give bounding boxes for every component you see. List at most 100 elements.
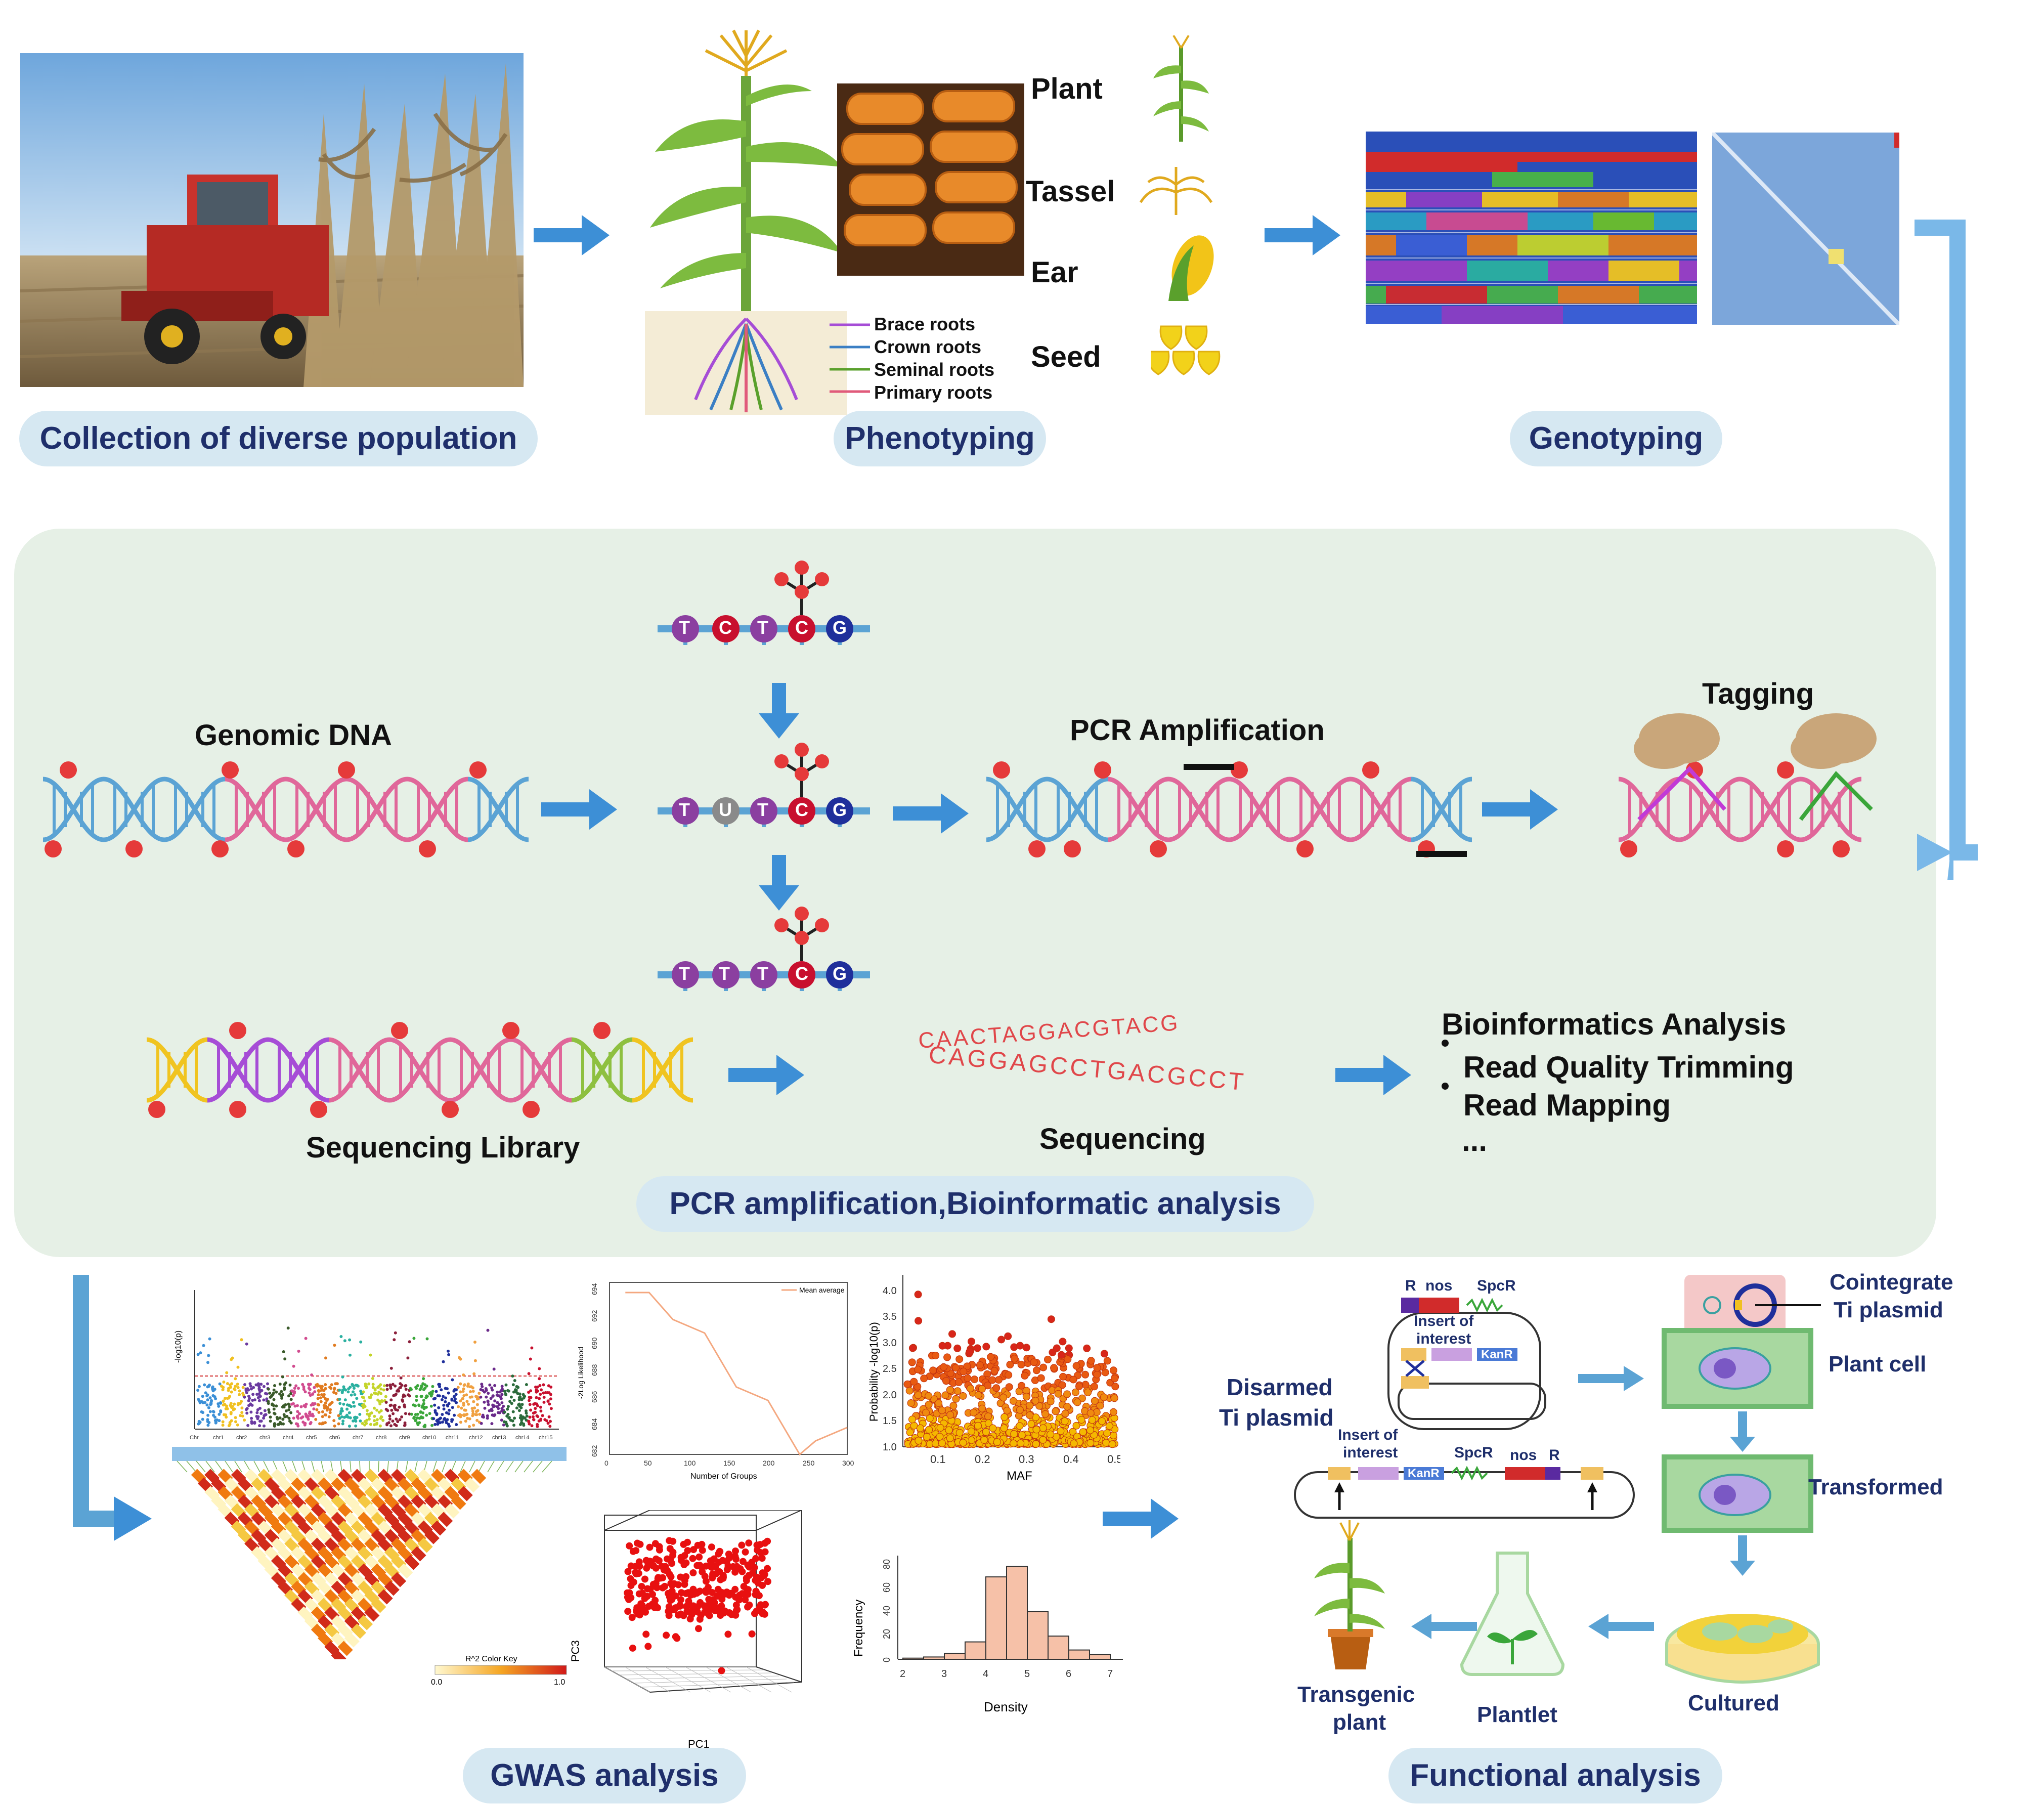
density-ytick: 40	[882, 1606, 892, 1616]
manhattan-point	[251, 1393, 255, 1396]
manhattan-point	[264, 1413, 267, 1416]
pca-3d-plot: PC3 PC1	[569, 1510, 802, 1750]
manhattan-point	[363, 1423, 367, 1427]
ld-connector	[432, 1460, 437, 1473]
manhattan-point	[511, 1374, 514, 1378]
manhattan-point	[511, 1410, 515, 1413]
manhattan-point	[247, 1404, 250, 1407]
maf-point	[992, 1384, 1001, 1392]
maf-point	[906, 1428, 914, 1436]
pca-point	[705, 1583, 712, 1591]
maf-point	[949, 1402, 958, 1410]
manhattan-point	[503, 1420, 506, 1424]
maf-point	[1032, 1440, 1040, 1448]
ld-connector	[469, 1460, 475, 1473]
manhattan-point	[287, 1408, 291, 1411]
likelihood-xtick: 250	[803, 1459, 815, 1467]
maf-point	[1004, 1332, 1012, 1340]
density-xlabel: Density	[984, 1699, 1028, 1714]
manhattan-point	[477, 1392, 481, 1395]
likelihood-ytick: 690	[590, 1337, 598, 1349]
manhattan-point	[262, 1416, 266, 1420]
maf-point	[978, 1385, 986, 1393]
manhattan-point	[363, 1399, 367, 1403]
manhattan-point	[316, 1397, 320, 1400]
bioinformatics-bullet-2	[1442, 1083, 1449, 1090]
manhattan-point	[225, 1371, 229, 1374]
manhattan-point	[355, 1416, 359, 1420]
manhattan-point	[273, 1411, 276, 1415]
manhattan-point	[504, 1393, 508, 1397]
manhattan-point	[422, 1377, 425, 1381]
pca-point	[702, 1562, 710, 1570]
manhattan-point	[234, 1420, 237, 1424]
bases-bot: T T T C G	[672, 963, 854, 989]
manhattan-point	[548, 1402, 551, 1406]
pca-point	[715, 1559, 722, 1566]
maf-point	[915, 1437, 923, 1445]
pca-point	[669, 1552, 677, 1559]
base-bot-1: T	[679, 963, 690, 984]
manhattan-point	[318, 1384, 321, 1388]
manhattan-point	[488, 1383, 492, 1387]
manhattan-point	[433, 1409, 437, 1412]
manhattan-point	[459, 1357, 462, 1361]
pca-point	[722, 1590, 730, 1598]
manhattan-point	[218, 1419, 221, 1423]
manhattan-point	[371, 1377, 374, 1380]
maf-point	[1110, 1394, 1118, 1402]
manhattan-point	[247, 1399, 250, 1402]
manhattan-point	[303, 1422, 307, 1426]
density-ytick: 0	[882, 1657, 892, 1662]
pca-point	[641, 1575, 648, 1583]
manhattan-point	[536, 1423, 539, 1426]
manhattan-point	[549, 1397, 552, 1401]
manhattan-point	[493, 1413, 497, 1416]
pca-point	[652, 1564, 660, 1572]
manhattan-point	[303, 1390, 307, 1394]
manhattan-point	[340, 1415, 343, 1419]
manhattan-point	[257, 1399, 261, 1402]
pca-point	[669, 1537, 677, 1545]
manhattan-point	[233, 1388, 237, 1392]
manhattan-point	[234, 1416, 237, 1420]
manhattan-point	[442, 1407, 446, 1411]
manhattan-point	[289, 1398, 293, 1401]
manhattan-point	[497, 1394, 501, 1398]
manhattan-point	[267, 1387, 270, 1391]
manhattan-point	[316, 1403, 320, 1406]
manhattan-chrom-label: chr6	[329, 1435, 340, 1441]
manhattan-point	[528, 1396, 531, 1399]
manhattan-point	[422, 1388, 425, 1391]
manhattan-point	[225, 1404, 228, 1408]
manhattan-point	[248, 1382, 252, 1386]
manhattan-point	[456, 1386, 460, 1389]
manhattan-point	[349, 1386, 352, 1389]
manhattan-point	[302, 1404, 306, 1407]
manhattan-point	[441, 1413, 444, 1416]
manhattan-point	[492, 1367, 496, 1371]
manhattan-point	[373, 1414, 376, 1418]
manhattan-point	[343, 1339, 346, 1343]
manhattan-point	[348, 1425, 351, 1428]
manhattan-point	[205, 1403, 209, 1407]
manhattan-point	[546, 1400, 550, 1403]
manhattan-point	[461, 1397, 465, 1400]
pca-point	[764, 1565, 771, 1572]
manhattan-point	[400, 1415, 404, 1419]
manhattan-point	[502, 1404, 505, 1408]
manhattan-point	[240, 1411, 244, 1414]
manhattan-point	[208, 1396, 212, 1400]
manhattan-point	[542, 1400, 546, 1404]
pca-point	[682, 1603, 690, 1610]
maf-point	[1083, 1344, 1091, 1352]
manhattan-point	[224, 1407, 228, 1410]
maf-point	[994, 1376, 1003, 1384]
manhattan-point	[468, 1417, 471, 1421]
manhattan-point	[233, 1402, 236, 1406]
manhattan-point	[484, 1387, 488, 1390]
ld-cell	[358, 1615, 373, 1630]
manhattan-point	[280, 1422, 283, 1426]
manhattan-chrom-label: chr4	[283, 1435, 293, 1441]
manhattan-point	[328, 1386, 331, 1389]
